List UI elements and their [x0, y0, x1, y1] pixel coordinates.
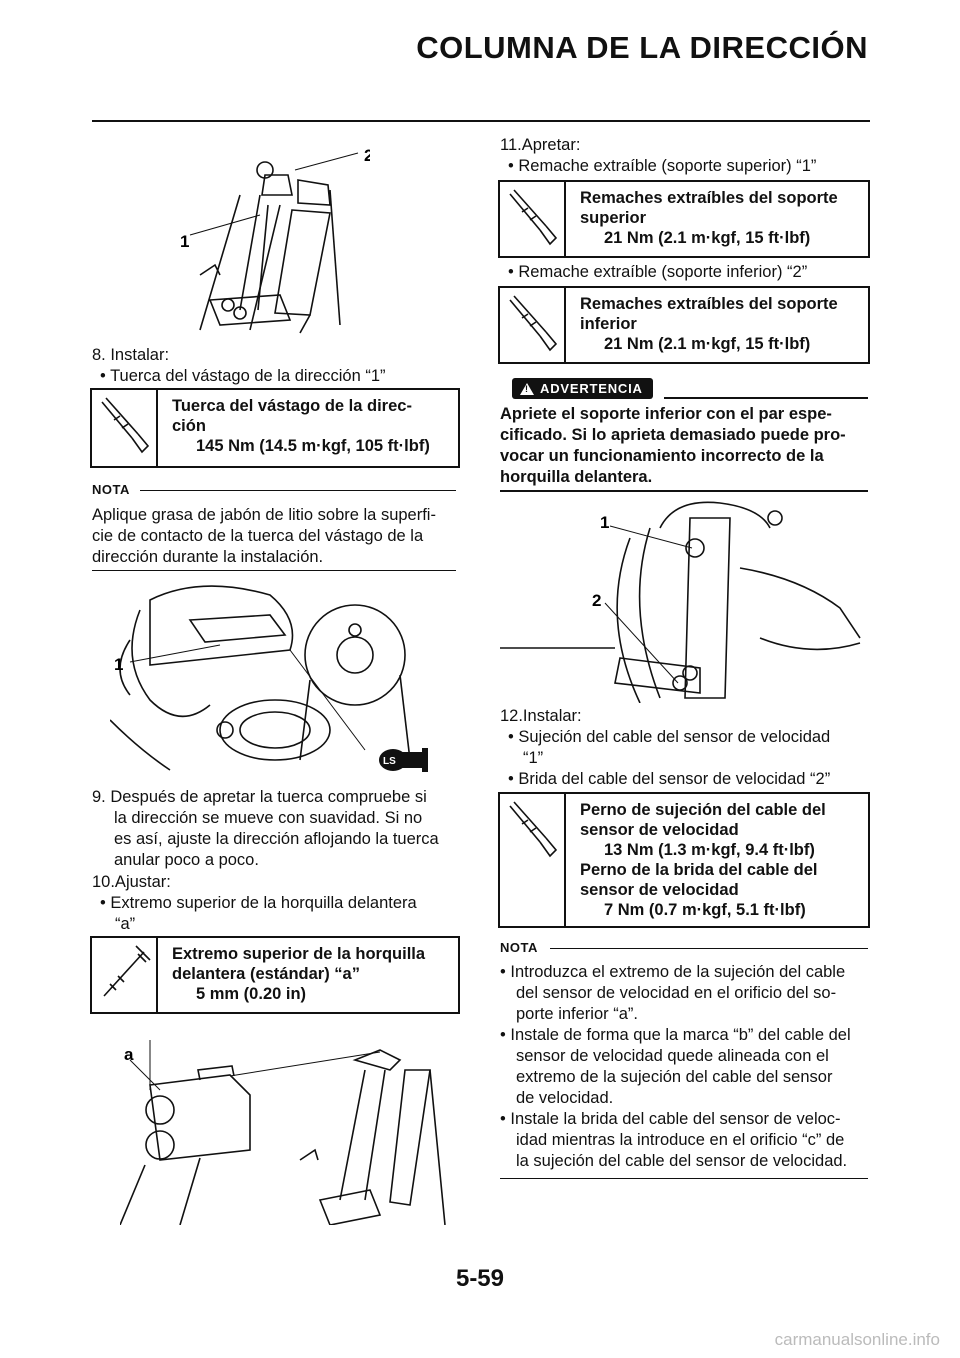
spec-box-fork-top: Extremo superior de la horquilla delante… — [90, 936, 460, 1014]
spec-5-name-2: sensor de velocidad — [580, 821, 739, 839]
torque-wrench-icon — [92, 390, 158, 466]
nota-1-line: cie de contacto de la tuerca del vástago… — [92, 527, 424, 545]
step-12-bullet-1a: • Sujeción del cable del sensor de veloc… — [508, 728, 831, 746]
spec-5-value-1: 13 Nm (1.3 m·kgf, 9.4 ft·lbf) — [604, 841, 815, 859]
spec-5-name-3: Perno de la brida del cable del — [580, 861, 818, 879]
step-8-heading: 8. Instalar: — [92, 346, 170, 364]
nota-2-bottom-rule — [500, 1178, 868, 1179]
step-9-line: es así, ajuste la dirección aflojando la… — [114, 830, 439, 848]
ls-badge: LS — [383, 756, 396, 767]
nota-1-label: NOTA — [92, 482, 130, 497]
step-11-bullet-2: • Remache extraíble (soporte inferior) “… — [508, 263, 808, 281]
page-title: COLUMNA DE LA DIRECCIÓN — [416, 30, 868, 65]
spec-3-name-2: superior — [580, 209, 647, 227]
page-number: 5-59 — [455, 1265, 505, 1292]
step-11-heading: 11.Apretar: — [500, 136, 581, 154]
spec-3-value: 21 Nm (2.1 m·kgf, 15 ft·lbf) — [604, 229, 811, 247]
spec-5-value-2: 7 Nm (0.7 m·kgf, 5.1 ft·lbf) — [604, 901, 806, 919]
steering-nut-figure: 1 LS — [110, 585, 428, 772]
nota-1-rule — [140, 490, 456, 491]
fig1-label-2: 2 — [364, 146, 370, 165]
nota-2-label: NOTA — [500, 940, 538, 955]
spec-2-name-1: Extremo superior de la horquilla — [172, 945, 426, 963]
nota-1-bottom-rule — [92, 570, 456, 571]
warning-icon — [520, 382, 534, 395]
nota-2-line: • Introduzca el extremo de la sujeción d… — [500, 963, 846, 981]
spec-4-name-2: inferior — [580, 315, 637, 333]
spec-5-name-1: Perno de sujeción del cable del — [580, 801, 826, 819]
nota-2-line: la sujeción del cable del sensor de velo… — [516, 1152, 848, 1170]
warning-line: Apriete el soporte inferior con el par e… — [500, 405, 832, 423]
warning-line: horquilla delantera. — [500, 468, 653, 486]
warning-badge-text: ADVERTENCIA — [540, 381, 643, 396]
spec-1-name-1: Tuerca del vástago de la direc- — [172, 397, 412, 415]
caliper-icon — [92, 938, 158, 1012]
step-8-bullet: • Tuerca del vástago de la dirección “1” — [100, 367, 386, 385]
nota-2-text: • Introduzca el extremo de la sujeción d… — [500, 962, 851, 1172]
spec-5-name-4: sensor de velocidad — [580, 881, 739, 899]
fork-figure-1: 1 2 — [180, 146, 370, 334]
lithium-grease-icon: LS — [379, 748, 428, 772]
header-rule — [92, 120, 870, 122]
spec-4-value: 21 Nm (2.1 m·kgf, 15 ft·lbf) — [604, 335, 811, 353]
spec-1-value: 145 Nm (14.5 m·kgf, 105 ft·lbf) — [196, 437, 430, 455]
step-12-bullet-1b: “1” — [523, 749, 544, 767]
spec-box-lower-bracket: Remaches extraíbles del soporte inferior… — [498, 286, 870, 364]
warning-badge: ADVERTENCIA — [512, 378, 653, 400]
spec-2-name-2: delantera (estándar) “a” — [172, 965, 360, 983]
nota-2-rule — [550, 948, 868, 949]
step-9-line: anular poco a poco. — [114, 851, 259, 869]
torque-wrench-icon — [500, 794, 566, 926]
speed-sensor-cable-figure: 1 2 — [500, 501, 861, 703]
spec-2-value: 5 mm (0.20 in) — [196, 985, 307, 1003]
warning-text: Apriete el soporte inferior con el par e… — [500, 404, 846, 488]
nota-2-line: • Instale de forma que la marca “b” del … — [500, 1026, 851, 1044]
warning-rule — [664, 397, 868, 399]
step-10-bullet-1: • Extremo superior de la horquilla delan… — [100, 894, 417, 912]
watermark: carmanualsonline.info — [774, 1330, 940, 1349]
spec-box-speed-sensor: Perno de sujeción del cable del sensor d… — [498, 792, 870, 928]
nota-2-line: porte inferior “a”. — [516, 1005, 638, 1023]
step-10-heading: 10.Ajustar: — [92, 873, 171, 891]
nota-1-line: dirección durante la instalación. — [92, 548, 324, 566]
step-12-heading: 12.Instalar: — [500, 707, 582, 725]
fork-top-figure: a — [120, 1040, 446, 1225]
spec-box-upper-bracket: Remaches extraíbles del soporte superior… — [498, 180, 870, 258]
fig4-label-2: 2 — [592, 591, 601, 610]
spec-3-name-1: Remaches extraíbles del soporte — [580, 189, 838, 207]
torque-wrench-icon — [500, 182, 566, 256]
nota-2-line: de velocidad. — [516, 1089, 614, 1107]
warning-line: vocar un funcionamiento incorrecto de la — [500, 447, 824, 465]
step-9-line: 9. Después de apretar la tuerca comprueb… — [92, 788, 427, 806]
fig2-label-1: 1 — [114, 655, 123, 674]
step-10-bullet-2: “a” — [115, 915, 136, 933]
fig4-label-1: 1 — [600, 513, 609, 532]
torque-wrench-icon — [500, 288, 566, 362]
fig3-label-a: a — [124, 1045, 134, 1064]
warning-line: cificado. Si lo aprieta demasiado puede … — [500, 426, 846, 444]
step-12-bullet-2: • Brida del cable del sensor de velocida… — [508, 770, 831, 788]
nota-2-line: idad mientras la introduce en el orifici… — [516, 1131, 845, 1149]
nota-2-line: • Instale la brida del cable del sensor … — [500, 1110, 841, 1128]
nota-1-text: Aplique grasa de jabón de litio sobre la… — [92, 505, 436, 568]
nota-2-line: extremo de la sujeción del cable del sen… — [516, 1068, 833, 1086]
step-11-bullet-1: • Remache extraíble (soporte superior) “… — [508, 157, 817, 175]
step-9-line: la dirección se mueve con suavidad. Si n… — [114, 809, 423, 827]
spec-box-steering-nut: Tuerca del vástago de la direc- ción 145… — [90, 388, 460, 468]
fig1-label-1: 1 — [180, 232, 189, 251]
spec-4-name-1: Remaches extraíbles del soporte — [580, 295, 838, 313]
step-9: 9. Después de apretar la tuerca comprueb… — [92, 787, 439, 871]
nota-2-line: sensor de velocidad quede alineada con e… — [516, 1047, 829, 1065]
warning-bottom-rule — [500, 490, 868, 492]
nota-2-line: del sensor de velocidad en el orificio d… — [516, 984, 837, 1002]
nota-1-line: Aplique grasa de jabón de litio sobre la… — [92, 506, 436, 524]
spec-1-name-2: ción — [172, 417, 206, 435]
